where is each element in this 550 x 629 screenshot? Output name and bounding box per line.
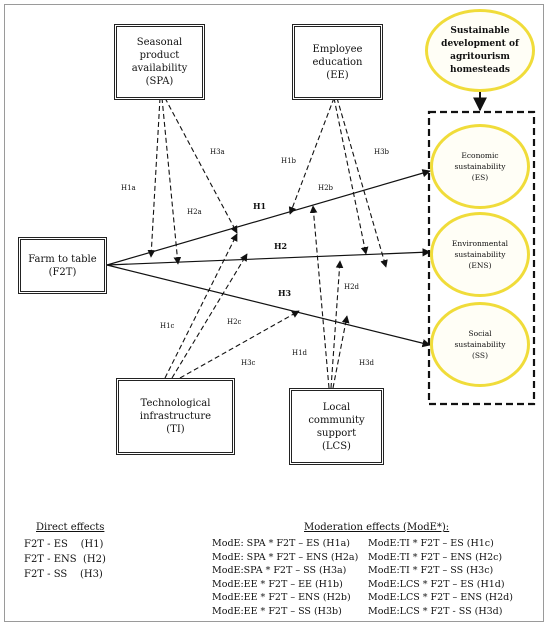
moderation-cell: ModE: SPA * F2T – ES (H1a) (212, 538, 350, 549)
direct-effect-row: F2T - ES (H1) (24, 539, 104, 550)
label-h2a: H2a (187, 208, 202, 216)
moderation-row: ModE:EE * F2T – ENS (H2b) ModE:LCS * F2T … (212, 591, 524, 605)
path-h3a (164, 97, 238, 234)
moderation-cell: ModE:LCS * F2T – ES (H1d) (368, 578, 505, 590)
label-h1b: H1b (281, 157, 297, 165)
moderation-cell: ModE:TI * F2T – SS (H3c) (368, 565, 494, 577)
path-h3c (179, 310, 300, 379)
label-h1: H1 (253, 201, 267, 211)
path-h2a (161, 97, 182, 265)
path-h2d (330, 260, 344, 389)
label-h1c: H1c (160, 322, 175, 330)
box-farm-to-table: Farm to table (F2T) (18, 237, 107, 294)
ellipse-environmental-sustainability: Environmental sustainability (ENS) (430, 212, 530, 297)
ellipse-social-sustainability: Social sustainability (SS) (430, 302, 530, 387)
path-h1b (288, 97, 335, 215)
label-h1a: H1a (121, 184, 136, 192)
path-h1 (106, 169, 431, 266)
direct-effect-row: F2T - SS (H3) (24, 569, 103, 580)
ti-label: Technological infrastructure (TI) (139, 398, 212, 435)
box-employee-education: Employee education (EE) (292, 24, 383, 100)
moderation-row: ModE:EE * F2T – EE (H1b) ModE:LCS * F2T –… (212, 578, 524, 592)
label-h2: H2 (274, 241, 288, 251)
moderation-cell: ModE:SPA * F2T – SS (H3a) (212, 565, 347, 577)
sustainable-development-label: Sustainable development of agritourism h… (441, 25, 519, 75)
lcs-label: Local community support (LCS) (308, 401, 365, 452)
moderation-cell: ModE:LCS * F2T – ENS (H2d) (368, 592, 513, 604)
moderation-cell: ModE:LCS * F2T - SS (H3d) (368, 605, 503, 617)
figure-frame (4, 4, 544, 622)
path-h3b (336, 97, 388, 268)
ellipse-sustainable-development: Sustainable development of agritourism h… (425, 9, 535, 92)
path-h1d (309, 205, 330, 389)
moderation-row: ModE:SPA * F2T – SS (H3a) ModE:TI * F2T –… (212, 564, 524, 578)
moderation-row: ModE: SPA * F2T – ES (H1a) ModE:TI * F2T … (212, 537, 524, 551)
path-h2 (106, 248, 431, 266)
ellipse-economic-sustainability: Economic sustainability (ES) (430, 124, 530, 209)
box-local-community-support: Local community support (LCS) (289, 388, 384, 465)
label-h1d: H1d (292, 349, 308, 357)
path-h2c (171, 253, 248, 379)
ss-label: Social sustainability (SS) (454, 329, 506, 360)
label-h3b: H3b (374, 148, 390, 156)
moderation-row: ModE: SPA * F2T – ENS (H2a) ModE:TI * F2T… (212, 551, 524, 565)
ee-label: Employee education (EE) (312, 43, 363, 81)
moderation-effects-heading: Moderation effects (ModE*): (304, 522, 450, 533)
label-h2d: H2d (344, 283, 360, 291)
ens-label: Environmental sustainability (ENS) (451, 239, 509, 270)
f2t-label: Farm to table (F2T) (28, 253, 97, 278)
label-h3c: H3c (241, 359, 256, 367)
label-h3a: H3a (210, 148, 225, 156)
label-h3d: H3d (359, 359, 375, 367)
moderation-effects-legend: Moderation effects (ModE*): ModE: SPA * … (212, 520, 524, 619)
path-h1c (164, 233, 238, 379)
label-h3: H3 (278, 288, 292, 298)
moderation-row: ModE:EE * F2T – SS (H3b) ModE:LCS * F2T -… (212, 605, 524, 619)
moderation-cell: ModE:TI * F2T – ES (H1c) (368, 538, 494, 549)
path-h2b (333, 97, 369, 255)
spa-label: Seasonal product availability (SPA) (131, 37, 188, 87)
direct-effects-legend: Direct effects F2T - ES (H1) F2T - ENS (… (24, 520, 106, 582)
box-technological-infrastructure: Technological infrastructure (TI) (116, 378, 235, 455)
path-h3d (332, 315, 350, 389)
box-seasonal-product-availability: Seasonal product availability (SPA) (114, 24, 205, 100)
label-h2b: H2b (318, 184, 334, 192)
moderation-cell: ModE:EE * F2T – SS (H3b) (212, 605, 342, 617)
moderation-cell: ModE:EE * F2T – EE (H1b) (212, 578, 343, 590)
moderation-cell: ModE:TI * F2T – ENS (H2c) (368, 551, 503, 563)
path-h3 (106, 264, 431, 348)
path-h1a (147, 97, 161, 258)
moderation-cell: ModE: SPA * F2T – ENS (H2a) (212, 551, 359, 563)
direct-effect-row: F2T - ENS (H2) (24, 554, 106, 565)
label-h2c: H2c (227, 318, 242, 326)
es-label: Economic sustainability (ES) (454, 151, 506, 182)
moderation-cell: ModE:EE * F2T – ENS (H2b) (212, 592, 351, 604)
direct-effects-heading: Direct effects (36, 522, 105, 533)
